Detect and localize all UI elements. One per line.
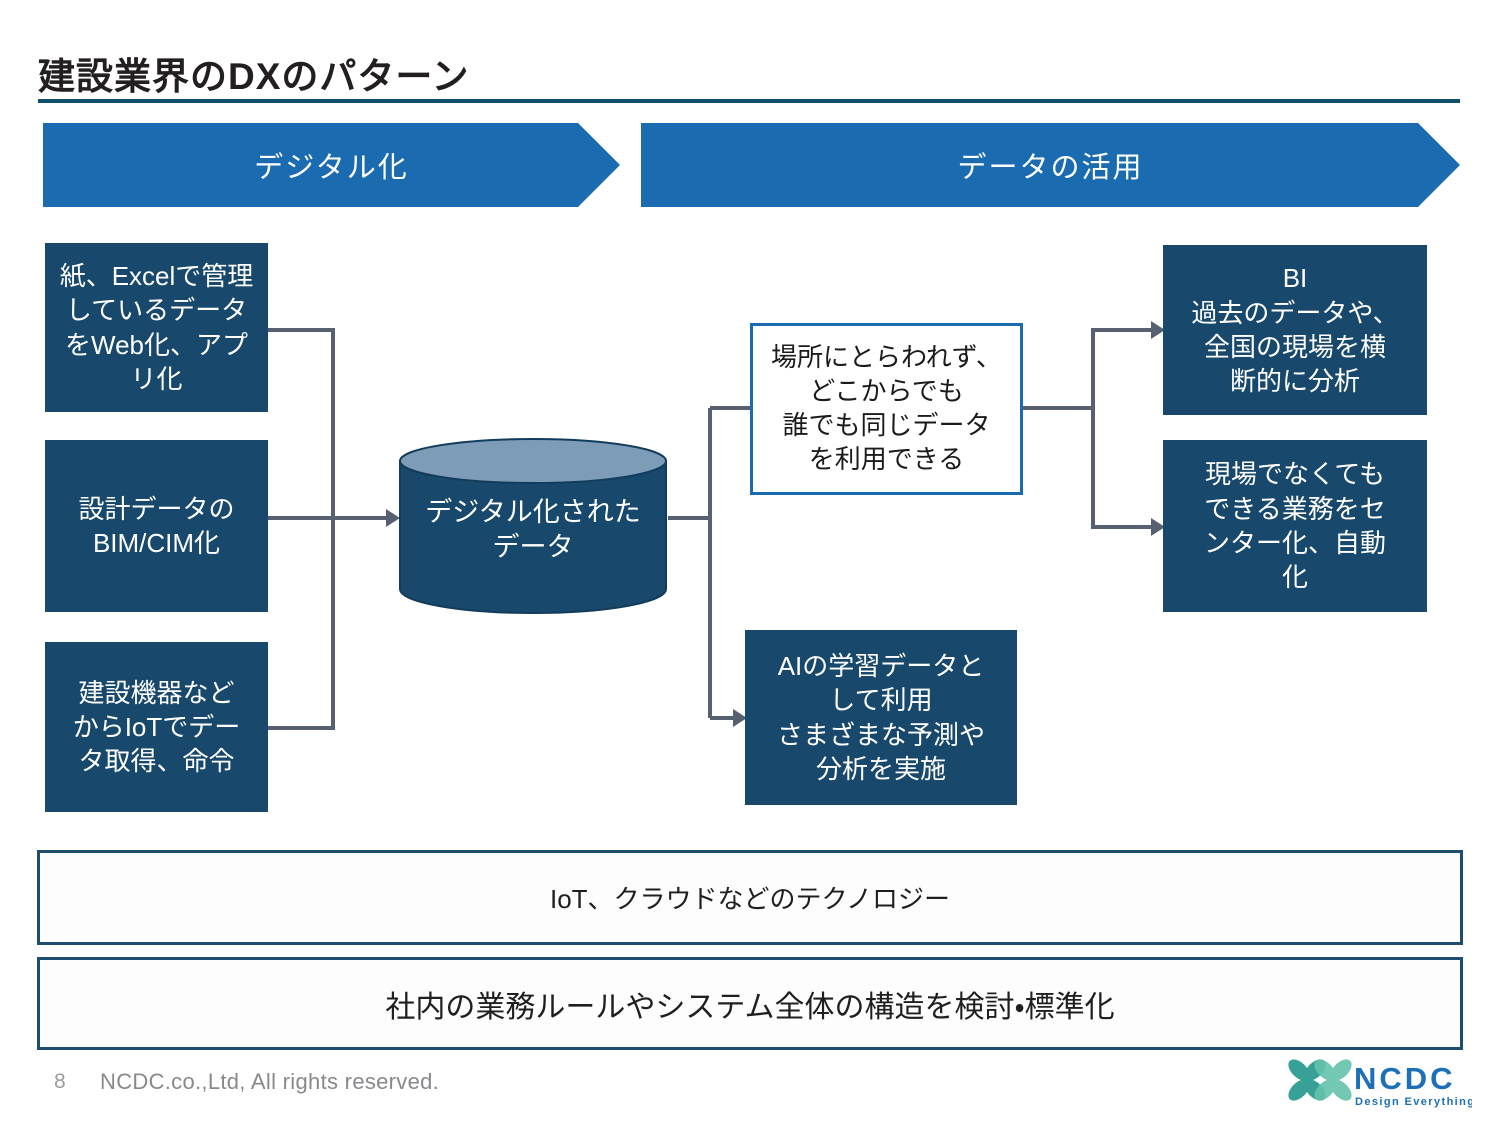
banner-digitalization-label: デジタル化 <box>254 152 409 184</box>
page-number: 8 <box>54 1070 66 1093</box>
result-box-centralization-label: 現場でなくてもできる業務をセンター化、自動化 <box>1203 459 1386 593</box>
database-cylinder: デジタル化されたデータ <box>398 437 668 615</box>
source-box-iot-machinery: 建設機器などからIoTでデータ取得、命令 <box>45 642 268 812</box>
page-title: 建設業界のDXのパターン <box>38 56 470 97</box>
result-box-centralization: 現場でなくてもできる業務をセンター化、自動化 <box>1163 440 1427 612</box>
source-box-paper-excel-label: 紙、Excelで管理しているデータをWeb化、アプリ化 <box>59 260 254 394</box>
banner-data-utilization: データの活用 <box>641 123 1460 207</box>
foundation-box-technology-label: IoT、クラウドなどのテクノロジー <box>549 884 950 914</box>
ncdc-logo-clover-icon <box>1288 1059 1352 1101</box>
database-cylinder-icon <box>399 438 667 614</box>
ncdc-logo-tagline-text: Design Everything <box>1355 1096 1472 1108</box>
banner-data-utilization-label: データの活用 <box>957 152 1144 184</box>
ai-usage-box: AIの学習データとして利用さまざまな予測や分析を実施 <box>745 630 1017 805</box>
banner-digitalization: デジタル化 <box>43 123 620 207</box>
title-divider <box>38 99 1460 103</box>
copyright-text: NCDC.co.,Ltd, All rights reserved. <box>100 1069 440 1094</box>
source-box-paper-excel: 紙、Excelで管理しているデータをWeb化、アプリ化 <box>45 243 268 412</box>
benefit-box-label: 場所にとらわれず、どこからでも誰でも同じデータを利用できる <box>771 342 1002 474</box>
source-box-iot-machinery-label: 建設機器などからIoTでデータ取得、命令 <box>72 677 241 777</box>
foundation-box-standardization: 社内の業務ルールやシステム全体の構造を検討・標準化 <box>37 957 1463 1050</box>
ncdc-logo-brand-text: NCDC <box>1354 1061 1456 1096</box>
benefit-box-anywhere-access: 場所にとらわれず、どこからでも誰でも同じデータを利用できる <box>750 323 1023 495</box>
foundation-box-standardization-label: 社内の業務ルールやシステム全体の構造を検討・標準化 <box>385 990 1115 1024</box>
foundation-box-technology: IoT、クラウドなどのテクノロジー <box>37 850 1463 945</box>
ncdc-logo: NCDC Design Everything <box>1282 1053 1474 1120</box>
ai-usage-box-label: AIの学習データとして利用さまざまな予測や分析を実施 <box>776 650 985 784</box>
database-cylinder-label: デジタル化されたデータ <box>425 497 641 563</box>
